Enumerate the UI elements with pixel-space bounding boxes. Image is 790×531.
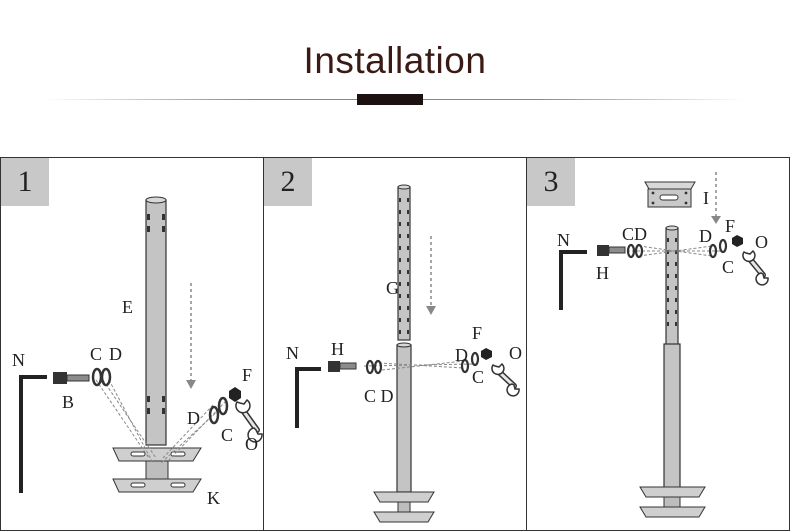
bolt-h-head <box>597 245 609 256</box>
step-panel-3: 3 N H CD I D F C O <box>526 157 790 531</box>
pole-e-top <box>145 196 167 204</box>
label-n: N <box>557 230 570 250</box>
bracket-i <box>644 181 696 208</box>
step-number-2: 2 <box>264 158 312 206</box>
label-o: O <box>245 434 258 454</box>
label-h: H <box>331 339 344 359</box>
inner-tube-holes <box>399 198 409 334</box>
label-d: D <box>109 344 122 364</box>
outer-pole <box>663 343 681 493</box>
pole-e-holes <box>147 214 165 414</box>
hex-key-n <box>19 375 47 493</box>
bolt-h-shaft <box>339 362 357 370</box>
label-o: O <box>509 343 522 363</box>
base-sleeve <box>663 496 681 508</box>
washer-c-right <box>217 396 229 416</box>
base-bottom-plate <box>373 511 435 523</box>
label-e: E <box>122 297 133 317</box>
washer-c <box>626 243 636 259</box>
step-2-illustration <box>295 184 520 523</box>
hex-key-n <box>295 367 321 428</box>
washer-d <box>634 243 644 259</box>
hardware-guide-lines <box>363 360 475 371</box>
base-top-plate <box>639 486 706 498</box>
hardware-guide-lines <box>95 379 227 464</box>
nut-f <box>732 235 743 247</box>
base-sleeve <box>145 460 169 480</box>
insert-arrow-head <box>426 306 436 315</box>
base-bottom-plate <box>639 506 706 518</box>
label-d-right: D <box>187 408 200 428</box>
wrench-o-icon <box>491 362 520 397</box>
label-n: N <box>12 350 25 370</box>
step-number-3: 3 <box>527 158 575 206</box>
insert-arrow-head <box>711 216 721 224</box>
bolt-b-head <box>53 372 67 384</box>
step-panel-1: 1 N B C D E F D C O K <box>0 157 264 531</box>
label-h: H <box>596 263 609 283</box>
bolt-b-shaft <box>66 374 90 382</box>
label-c-right: C <box>221 425 234 445</box>
base-top-plate <box>373 491 435 503</box>
label-c: C <box>722 257 735 277</box>
washer-c <box>365 359 375 375</box>
label-g: G <box>386 278 399 298</box>
label-i: I <box>703 188 709 208</box>
label-n: N <box>286 343 299 363</box>
washer-c-right <box>718 238 728 254</box>
wrench-o-icon <box>742 249 769 286</box>
step-number-1: 1 <box>1 158 49 206</box>
label-cd: CD <box>622 224 648 244</box>
label-b: B <box>62 392 75 412</box>
label-d: D <box>455 345 468 365</box>
base-bottom-plate <box>112 478 202 493</box>
bolt-h-shaft <box>608 246 626 254</box>
bolt-h-head <box>328 361 340 372</box>
label-c: C <box>472 367 485 387</box>
label-d: D <box>699 226 712 246</box>
label-k: K <box>207 488 220 508</box>
hex-key-n <box>559 250 587 310</box>
label-f: F <box>242 365 253 385</box>
washer-d-right <box>708 243 718 259</box>
washer-d <box>100 367 112 387</box>
label-c: C <box>90 344 103 364</box>
nut-f <box>229 387 241 402</box>
step-3-illustration <box>559 172 769 518</box>
page-title: Installation <box>303 40 487 81</box>
label-f: F <box>725 216 736 236</box>
inner-tube-holes <box>667 238 677 326</box>
label-cd: C D <box>364 386 394 406</box>
inner-tube-g <box>397 186 411 341</box>
title-divider-accent <box>357 94 423 105</box>
washer-d-right <box>460 358 470 374</box>
nut-f <box>481 348 492 360</box>
step-panel-2: 2 N H G C D F D C O <box>263 157 527 531</box>
insert-arrow-head <box>186 380 196 389</box>
washer-c-right <box>470 351 480 367</box>
washer-d <box>373 359 383 375</box>
base-sleeve <box>397 501 411 513</box>
label-f: F <box>472 323 483 343</box>
label-o: O <box>755 232 768 252</box>
washer-c <box>91 367 103 387</box>
washer-d-right <box>208 405 220 425</box>
step-1-illustration <box>19 196 263 493</box>
base-top-plate <box>112 447 202 462</box>
wrench-o-icon <box>235 398 263 443</box>
